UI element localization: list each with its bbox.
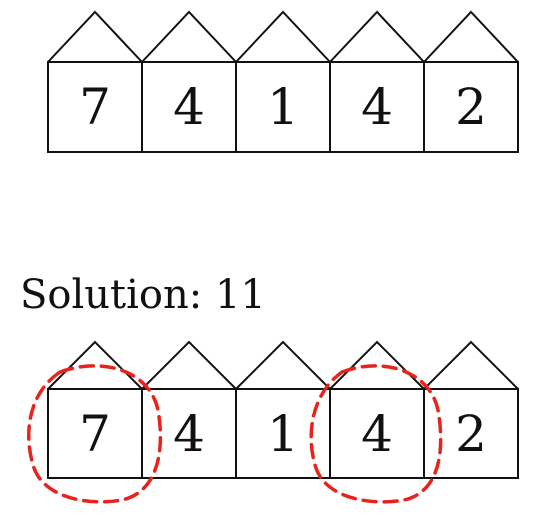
solution-house-4-value: 4	[361, 405, 393, 463]
top-house-3-value: 1	[267, 78, 299, 136]
solution-house-3-value: 1	[267, 405, 299, 463]
top-house-4-value: 4	[361, 78, 393, 136]
top-house-1-roof	[47, 10, 143, 63]
solution-house-4: 4	[329, 340, 425, 479]
selection-outline-house-4	[309, 364, 443, 504]
solution-house-5: 2	[423, 340, 519, 479]
solution-houses-row: 7 4 1 4 2	[47, 340, 519, 479]
top-house-5: 2	[423, 10, 519, 153]
solution-house-5-roof	[423, 340, 519, 390]
top-house-4: 4	[329, 10, 425, 153]
top-house-4-roof	[329, 10, 425, 63]
top-house-5-value: 2	[455, 78, 487, 136]
solution-house-5-value: 2	[455, 405, 487, 463]
top-houses-row: 7 4 1 4 2	[47, 10, 519, 153]
solution-label: Solution: 11	[20, 272, 266, 318]
top-house-2: 4	[141, 10, 237, 153]
solution-house-2-value: 4	[173, 405, 205, 463]
solution-house-2-roof	[141, 340, 237, 390]
top-house-3: 1	[235, 10, 331, 153]
top-house-3-roof	[235, 10, 331, 63]
top-house-5-roof	[423, 10, 519, 63]
solution-house-5-wall	[423, 388, 519, 479]
top-house-1: 7	[47, 10, 143, 153]
solution-house-1-value: 7	[79, 405, 111, 463]
solution-house-3-roof	[235, 340, 331, 390]
top-house-1-value: 7	[79, 78, 111, 136]
top-house-5-wall	[423, 61, 519, 153]
selection-highlights	[27, 364, 443, 504]
solution-house-1: 7	[47, 340, 143, 479]
top-house-2-value: 4	[173, 78, 205, 136]
top-house-2-roof	[141, 10, 237, 63]
selection-outline-house-1	[27, 364, 163, 504]
solution-house-3: 1	[235, 340, 331, 479]
solution-house-2: 4	[141, 340, 237, 479]
